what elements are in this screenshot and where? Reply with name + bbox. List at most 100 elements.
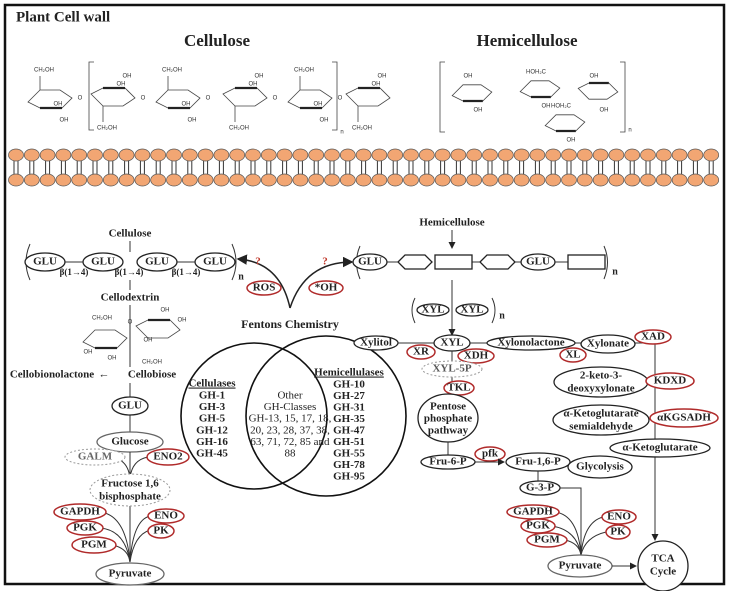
sugar-ring xyxy=(451,84,493,102)
pk-enzyme xyxy=(147,523,175,539)
glycolysis-label: Glycolysis xyxy=(576,461,624,473)
kdxd-enzyme xyxy=(645,372,695,390)
akg-node xyxy=(609,438,711,458)
lipid-head xyxy=(371,148,388,162)
lipid-head xyxy=(561,173,577,187)
glu-node xyxy=(136,252,178,272)
lipid-head xyxy=(671,173,688,187)
other-gh-class-line: 88 xyxy=(285,448,297,460)
lipid-head xyxy=(655,148,672,162)
rectangle-sugar xyxy=(567,254,606,270)
lipid-head xyxy=(102,173,119,187)
akg-label: α-Ketoglutarate xyxy=(622,442,697,454)
lipid-head xyxy=(450,148,467,162)
lipid-head xyxy=(71,173,88,187)
question-mark: ? xyxy=(255,256,261,268)
lipid-head xyxy=(387,148,404,162)
gapdh-label: GAPDH xyxy=(513,506,553,518)
xyl-label: XYL xyxy=(460,304,483,316)
lipid-head xyxy=(482,173,498,187)
cellodextrin-label: Cellodextrin xyxy=(101,292,160,304)
lipid-bilayer-membrane xyxy=(8,148,720,187)
structure-label: OH xyxy=(249,82,258,88)
lipid-head xyxy=(466,148,483,162)
structure-label: OH xyxy=(144,338,153,344)
sugar-ring xyxy=(345,87,391,107)
lipid-head xyxy=(166,173,182,187)
lipid-head xyxy=(450,173,467,187)
keto-label: deoxyxylonate xyxy=(567,383,634,395)
lipid-head xyxy=(150,148,167,162)
structure-label: OH xyxy=(178,318,187,324)
glu-node xyxy=(352,253,388,271)
xr-label: XR xyxy=(413,346,430,358)
glu-label: GLU xyxy=(91,256,115,268)
rectangle-sugar xyxy=(434,254,473,270)
structure-label: CH₂OH xyxy=(352,126,372,132)
hemicellulase-item: GH-51 xyxy=(333,436,365,448)
hemicellulase-item: GH-95 xyxy=(333,471,365,483)
hemicellulose-pathway: Hemicellulose n GLU GLU n XYL XYL Xylito… xyxy=(352,217,719,591)
structure-label: OH xyxy=(314,102,323,108)
other-gh-class-line: 20, 23, 28, 37, 38, xyxy=(250,424,330,436)
eno-enzyme xyxy=(601,509,637,525)
other-gh-class-line: GH-13, 15, 17, 18, xyxy=(249,413,332,425)
gapdh-label: GAPDH xyxy=(60,506,100,518)
kdxd-label: KDXD xyxy=(654,375,686,387)
structure-label: OH xyxy=(60,118,69,124)
pfk-label: pfk xyxy=(482,448,499,460)
glu-node xyxy=(520,253,556,271)
lipid-head xyxy=(213,148,230,162)
question-mark: ? xyxy=(322,256,328,268)
lipid-head xyxy=(529,173,546,187)
lipid-head xyxy=(561,148,577,162)
cellobionolactone-label: Cellobionolactone xyxy=(10,369,94,381)
lipid-head xyxy=(229,173,246,187)
lipid-head xyxy=(339,173,356,187)
lipid-head xyxy=(292,173,309,187)
lipid-head xyxy=(260,148,277,162)
lipid-head xyxy=(292,148,309,162)
xl-enzyme xyxy=(559,347,587,363)
xylitol-label: Xylitol xyxy=(360,337,392,349)
eno2-label: ENO2 xyxy=(153,451,183,463)
pyruvate-label: Pyruvate xyxy=(559,560,602,572)
lipid-head xyxy=(213,173,230,187)
cellulase-item: GH-12 xyxy=(196,424,228,436)
lipid-head xyxy=(324,173,340,187)
cellulase-item: GH-1 xyxy=(199,390,225,402)
glu-node xyxy=(111,396,149,416)
hexagon-sugar xyxy=(479,254,516,270)
structure-label: O xyxy=(338,96,343,102)
eno-label: ENO xyxy=(154,510,178,522)
lipid-head xyxy=(576,173,593,187)
lipid-head xyxy=(71,148,88,162)
xyl5p-node xyxy=(421,360,483,378)
cellulases-title: Cellulases xyxy=(188,378,236,390)
bond-label: β(1→4) xyxy=(60,267,89,277)
other-gh-class-line: Other xyxy=(277,390,302,402)
lipid-head xyxy=(8,173,24,187)
lipid-head xyxy=(371,173,388,187)
outer-border xyxy=(3,3,726,586)
lipid-head xyxy=(23,148,40,162)
structure-label: OH xyxy=(108,356,117,362)
structure-label: OH xyxy=(378,74,387,80)
lipid-head xyxy=(308,148,325,162)
hemicellulase-item: GH-47 xyxy=(333,425,365,437)
akgs-label: α-Ketoglutarate xyxy=(563,408,638,420)
lipid-head xyxy=(545,173,562,187)
akgsadh-enzyme xyxy=(649,408,719,428)
sugar-ring xyxy=(519,80,561,98)
glu-label: GLU xyxy=(526,256,550,268)
pyruvate-node xyxy=(95,562,165,586)
sugar-ring xyxy=(287,89,333,109)
pk-enzyme xyxy=(605,524,631,540)
lipid-head xyxy=(687,148,704,162)
fru6p-label: Fru-6-P xyxy=(429,456,467,468)
cellulases-circle xyxy=(180,342,328,490)
glycolysis-node xyxy=(567,455,633,479)
lipid-head xyxy=(387,173,404,187)
